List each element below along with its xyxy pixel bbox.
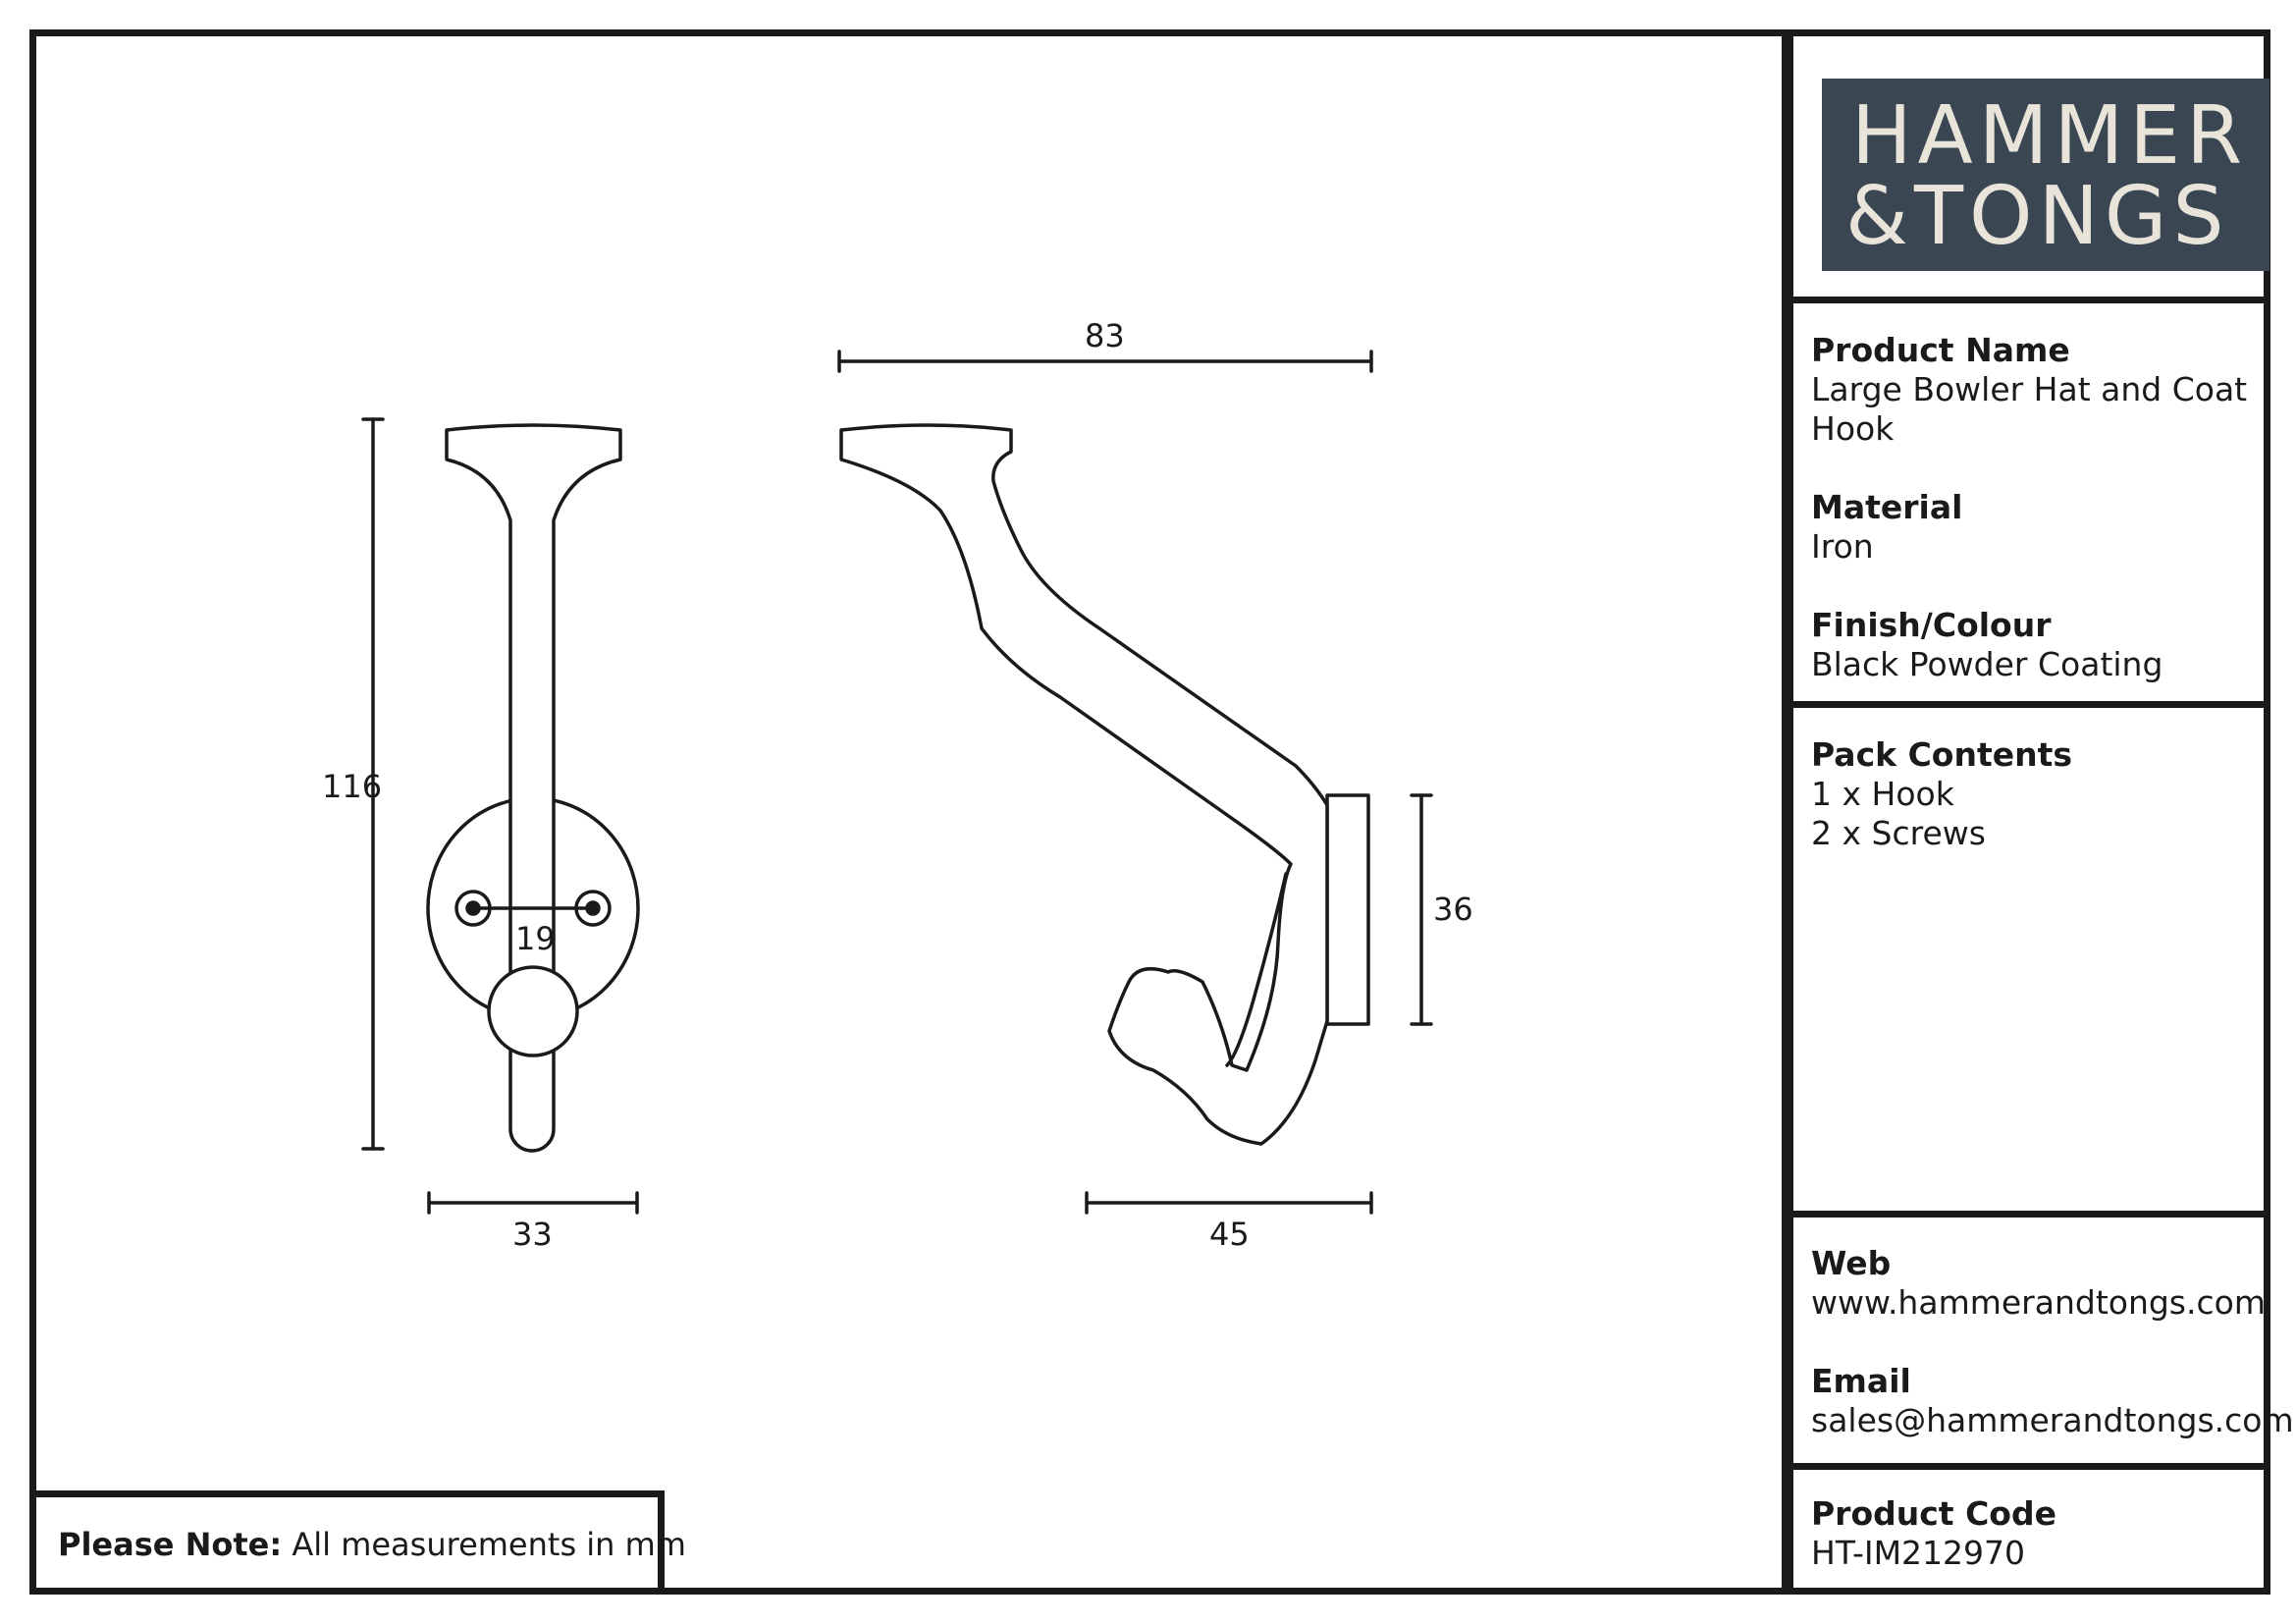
dim-label-83: 83 <box>1085 317 1125 354</box>
dim-label-19: 19 <box>515 920 556 957</box>
product-code-value: HT-IM212970 <box>1811 1534 2026 1572</box>
contact-details: Web www.hammerandtongs.com Email sales@h… <box>1811 1244 2294 1440</box>
measurement-note: Please Note: All measurements in mm <box>36 1490 686 1588</box>
frame-divider <box>1782 36 1793 1588</box>
logo-line-1: HAMMER <box>1851 89 2249 183</box>
dim-label-45: 45 <box>1209 1216 1250 1253</box>
dim-side-length <box>837 350 1373 373</box>
dim-front-width <box>427 1191 639 1215</box>
web-label: Web <box>1811 1244 1892 1282</box>
finish-value: Black Powder Coating <box>1811 645 2163 683</box>
section-divider <box>1793 297 2264 303</box>
dim-label-33: 33 <box>512 1216 553 1253</box>
material-label: Material <box>1811 488 1963 526</box>
front-view-hook <box>426 423 640 1153</box>
material-value: Iron <box>1811 527 1874 566</box>
email-link[interactable]: sales@hammerandtongs.com <box>1811 1401 2294 1439</box>
dim-plate-height <box>1410 793 1433 1026</box>
side-view-hook <box>839 423 1370 1146</box>
hammer-and-tongs-logo: HAMMER &TONGS <box>1822 79 2269 271</box>
section-divider <box>1793 701 2264 708</box>
product-name-label: Product Name <box>1811 331 2070 369</box>
pack-contents-label: Pack Contents <box>1811 735 2073 774</box>
dim-side-depth <box>1085 1191 1373 1215</box>
product-name-value-2: Hook <box>1811 409 1895 448</box>
dim-label-116: 116 <box>322 768 382 805</box>
section-divider <box>1793 1211 2264 1218</box>
pack-contents: Pack Contents 1 x Hook 2 x Screws <box>1811 735 2254 853</box>
pack-item: 1 x Hook <box>1811 775 1954 813</box>
finish-label: Finish/Colour <box>1811 606 2052 644</box>
product-code-label: Product Code <box>1811 1494 2056 1533</box>
email-label: Email <box>1811 1362 1911 1400</box>
product-details: Product Name Large Bowler Hat and Coat H… <box>1811 331 2254 684</box>
product-code: Product Code HT-IM212970 <box>1811 1494 2254 1573</box>
drawing-frame: Please Note: All measurements in mm HAMM… <box>29 29 2294 1595</box>
dim-front-height <box>361 417 385 1151</box>
product-name-value-1: Large Bowler Hat and Coat <box>1811 370 2248 408</box>
info-sidebar: HAMMER &TONGS Product Name Large Bowler … <box>1793 36 2294 1588</box>
note-label: Please Note: <box>58 1526 283 1563</box>
web-link[interactable]: www.hammerandtongs.com <box>1811 1283 2266 1322</box>
note-text: All measurements in mm <box>292 1526 686 1563</box>
pack-item: 2 x Screws <box>1811 814 1986 852</box>
logo-line-2: &TONGS <box>1845 170 2230 263</box>
section-divider <box>1793 1463 2264 1470</box>
dim-label-36: 36 <box>1433 891 1473 928</box>
